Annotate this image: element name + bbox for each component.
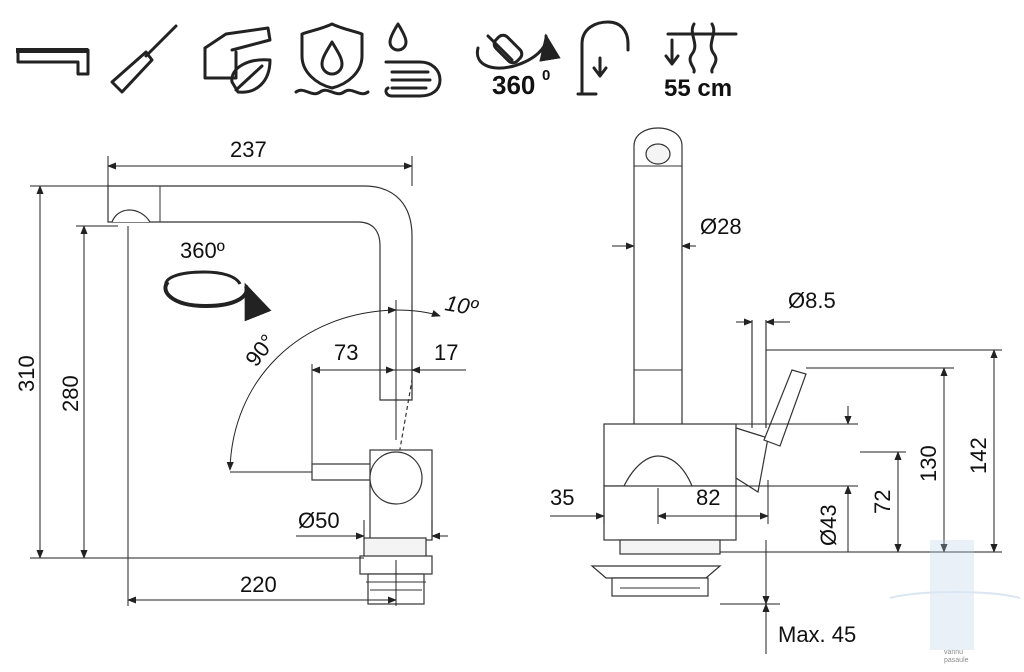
water-drop-shield-icon — [294, 22, 370, 96]
angle-90: 90° — [240, 329, 280, 371]
max-45: Max. 45 — [778, 622, 856, 647]
angle-90-arc — [226, 306, 397, 471]
screwdriver-icon — [110, 24, 178, 94]
rotation-arrow — [163, 280, 272, 322]
dim-73: 73 — [334, 340, 358, 365]
dim-220: 220 — [240, 572, 277, 597]
front-view: Ø28 Ø8.5 35 82 Ø43 72 130 142 — [550, 127, 1002, 654]
spray-head — [111, 209, 151, 223]
watermark: vannu pasaule — [889, 540, 1021, 664]
dim-72: 72 — [870, 490, 895, 514]
dim-35: 35 — [550, 485, 574, 510]
mount-front — [611, 577, 709, 597]
dim-17: 17 — [434, 340, 458, 365]
dim-82: 82 — [696, 485, 720, 510]
rotation-label: 360º — [180, 238, 225, 263]
pull-out-hose-icon: 55 cm — [664, 22, 738, 102]
dim-28: Ø28 — [700, 214, 742, 239]
dim-310: 310 — [14, 355, 39, 392]
lever-front — [763, 369, 807, 447]
gooseneck-spout-icon — [576, 20, 630, 96]
lever-base — [735, 427, 769, 493]
hose-length-caption: 55 cm — [664, 75, 732, 102]
dim-43: Ø43 — [816, 504, 841, 546]
dim-130: 130 — [916, 445, 941, 482]
dim-142: 142 — [966, 437, 991, 474]
dim-237: 237 — [230, 137, 267, 162]
rotation-360-sup: 0 — [542, 67, 550, 84]
angle-10: 10º — [443, 290, 480, 320]
base-ring-front — [619, 539, 721, 555]
rotation-360-caption: 360 — [492, 70, 535, 100]
lever-pivot — [369, 451, 423, 505]
side-view: 237 360º 310 280 90° 10º 73 17 — [14, 137, 480, 606]
dim-50: Ø50 — [298, 508, 340, 533]
dim-280: 280 — [58, 375, 83, 412]
eco-mixer-leaf-icon — [203, 26, 272, 94]
watermark-line1: vannu — [944, 649, 963, 656]
rotation-360-icon: 360 0 — [475, 33, 561, 100]
spout-icon — [16, 48, 90, 76]
column-outline — [633, 127, 683, 426]
watermark-line2: pasaule — [944, 657, 969, 664]
feature-icons: 360 0 55 cm — [16, 20, 738, 102]
hand-drop-icon — [384, 22, 442, 98]
dim-8-5: Ø8.5 — [788, 288, 836, 313]
base-ring — [363, 537, 427, 559]
